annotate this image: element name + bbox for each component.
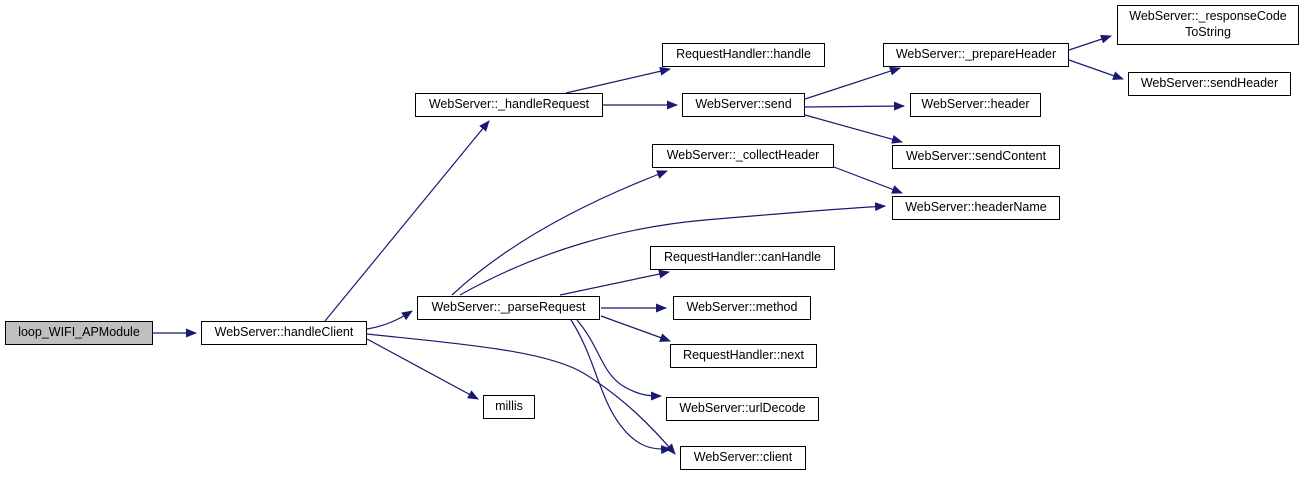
node-webserver-send[interactable]: WebServer::send [682,93,805,117]
edge-send-to-sendContent [804,114,903,144]
node-label: WebServer::header [921,97,1030,112]
node-label: WebServer::_prepareHeader [895,47,1057,62]
node-label: RequestHandler::next [683,348,804,363]
edge-prepareHeader-to-responseCode [1068,34,1112,51]
node-label: loop_WIFI_APModule [18,325,140,340]
node-label: WebServer::headerName [905,200,1047,215]
node-label: WebServer::_responseCode [1129,9,1287,24]
node-webserver-client[interactable]: WebServer::client [680,446,806,470]
edge-handleClient-to-handleRequest [324,120,490,322]
edge-parseRequest-to-urlDecode [576,319,662,401]
edge-parseRequest-to-headerName [459,202,886,296]
node-label: WebServer::_collectHeader [666,148,820,163]
node-label: WebServer::method [686,300,798,315]
node-webserver-urldecode[interactable]: WebServer::urlDecode [666,397,819,421]
node-label: WebServer::client [693,450,793,465]
node-label: RequestHandler::canHandle [663,250,822,265]
node-webserver-sendheader[interactable]: WebServer::sendHeader [1128,72,1291,96]
node-webserver-handlerequest[interactable]: WebServer::_handleRequest [415,93,603,117]
node-label: WebServer::handleClient [214,325,354,340]
edge-handleClient-to-parseRequest [366,310,413,330]
node-requesthandler-next[interactable]: RequestHandler::next [670,344,817,368]
node-label: millis [495,399,523,414]
edge-prepareHeader-to-sendHeader [1068,59,1124,80]
node-webserver-header[interactable]: WebServer::header [910,93,1041,117]
node-webserver-sendcontent[interactable]: WebServer::sendContent [892,145,1060,169]
edge-send-to-prepareHeader [804,66,901,100]
node-loop-wifi-apmodule: loop_WIFI_APModule [5,321,153,345]
node-millis[interactable]: millis [483,395,535,419]
node-label: RequestHandler::handle [676,47,811,62]
node-label: WebServer::sendHeader [1140,76,1279,91]
node-requesthandler-canhandle[interactable]: RequestHandler::canHandle [650,246,835,270]
edge-handleClient-to-millis [366,338,479,400]
node-webserver-prepareheader[interactable]: WebServer::_prepareHeader [883,43,1069,67]
edge-parseRequest-to-canHandle [559,269,670,296]
node-label: WebServer::_handleRequest [428,97,590,112]
node-label: WebServer::_parseRequest [431,300,586,315]
edge-parseRequest-to-client [570,319,672,455]
edge-collectHeader-to-headerName [833,166,903,194]
node-webserver-headername[interactable]: WebServer::headerName [892,196,1060,220]
edge-parseRequest-to-next [600,315,671,342]
node-webserver-collectheader[interactable]: WebServer::_collectHeader [652,144,834,168]
edge-send-to-header [804,101,905,111]
node-webserver-handleclient[interactable]: WebServer::handleClient [201,321,367,345]
node-label: WebServer::sendContent [905,149,1047,164]
edge-handleClient-to-client [366,333,676,455]
node-requesthandler-handle[interactable]: RequestHandler::handle [662,43,825,67]
node-label: WebServer::send [695,97,792,112]
edge-handleRequest-to-handle [565,66,671,94]
node-webserver-method[interactable]: WebServer::method [673,296,811,320]
node-label-line2: ToString [1185,25,1231,39]
node-label: WebServer::urlDecode [679,401,806,416]
edge-parseRequest-to-collectHeader [451,170,668,296]
node-webserver-parserequest[interactable]: WebServer::_parseRequest [417,296,600,320]
